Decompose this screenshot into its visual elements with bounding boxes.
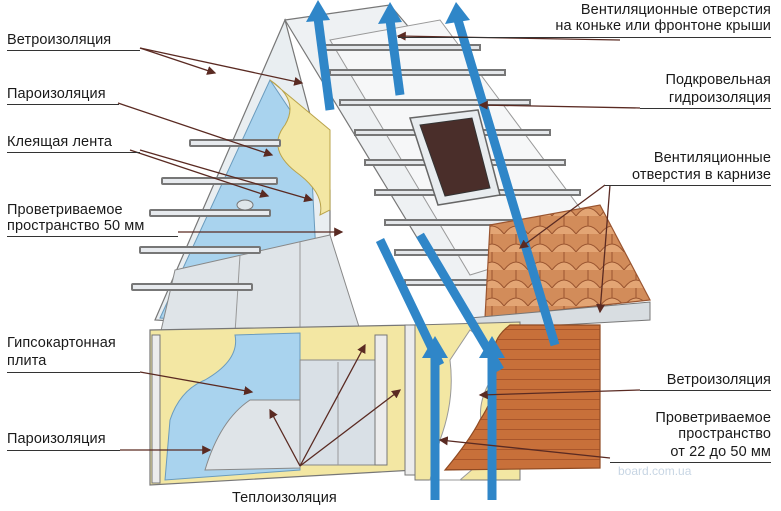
label-underroof-1: Подкровельная — [665, 72, 771, 88]
vent-arrowheads — [306, 0, 505, 358]
underline — [7, 104, 119, 105]
label-vent-ridge-2: на коньке или фронтоне крыши — [555, 18, 771, 34]
underline — [7, 50, 140, 51]
label-vent-space-left-2: пространство 50 мм — [7, 218, 145, 234]
underline — [610, 462, 771, 463]
right-wall — [414, 321, 601, 481]
label-vent-eave-1: Вентиляционные — [653, 150, 771, 166]
label-drywall-2: плита — [7, 353, 47, 369]
label-underroof-2: гидроизоляция — [668, 90, 771, 106]
underline — [7, 236, 178, 237]
label-wind-top: Ветроизоляция — [7, 32, 112, 48]
wall-block — [149, 324, 418, 486]
watermark: board.com.ua — [618, 464, 692, 478]
label-vapor-bottom: Пароизоляция — [7, 431, 106, 447]
underline — [7, 152, 140, 153]
label-vent-space-right-1: Проветриваемое — [655, 410, 771, 426]
underline — [7, 450, 120, 451]
label-drywall-1: Гипсокартонная — [7, 335, 116, 351]
underline — [7, 372, 140, 373]
label-tape: Клеящая лента — [7, 134, 113, 150]
underline — [398, 37, 771, 38]
label-vent-space-left-1: Проветриваемое — [7, 202, 123, 218]
label-vent-eave-2: отверстия в карнизе — [631, 167, 771, 183]
underline — [605, 185, 771, 186]
label-wind-right: Ветроизоляция — [666, 372, 771, 388]
label-vent-space-right-3: от 22 до 50 мм — [670, 444, 771, 460]
label-insulation: Теплоизоляция — [232, 490, 337, 506]
label-vent-space-right-2: пространство — [678, 426, 771, 442]
underline — [640, 390, 771, 391]
label-vent-ridge-1: Вентиляционные отверстия — [580, 2, 771, 18]
label-vapor-top: Пароизоляция — [7, 86, 106, 102]
vent-arrows — [313, 17, 560, 500]
underline — [640, 108, 771, 109]
leader-lines — [117, 31, 641, 467]
